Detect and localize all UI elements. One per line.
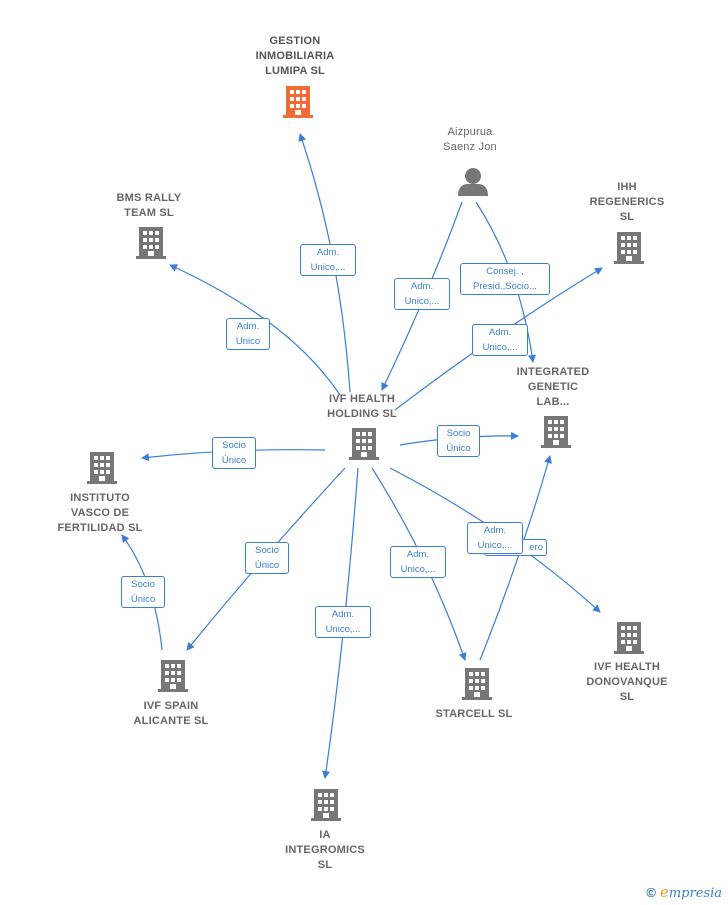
edge-label-to-bms[interactable]: Adm. Unico bbox=[226, 318, 270, 350]
edge-holding-bms bbox=[169, 264, 341, 396]
node-label-ihh[interactable]: IHH REGENERICS SL bbox=[589, 181, 665, 223]
node-label-starcell[interactable]: STARCELL SL bbox=[435, 708, 513, 720]
edge-label-to-ihh[interactable]: Adm. Unico,... bbox=[472, 324, 528, 356]
building-icon-starcell bbox=[462, 668, 492, 700]
edge-starcell-integrated bbox=[479, 455, 552, 661]
edge-label-to-ia[interactable]: Adm. Unico,... bbox=[315, 606, 371, 638]
edge-label-aiz-to-holding[interactable]: Adm. Unico,... bbox=[394, 278, 450, 310]
building-icon-ia bbox=[311, 789, 341, 821]
edge-label-to-starcell[interactable]: Adm. Unico,... bbox=[390, 546, 446, 578]
node-label-gestion[interactable]: GESTION INMOBILIARIA LUMIPA SL bbox=[255, 35, 335, 77]
edge-label-to-integrated[interactable]: Socio Único bbox=[437, 425, 480, 457]
brand-logo: ©empresia bbox=[646, 883, 722, 901]
building-icon-integrated bbox=[541, 416, 571, 448]
node-label-donovanque[interactable]: IVF HEALTH DONOVANQUE SL bbox=[586, 661, 668, 703]
copyright-icon: © bbox=[646, 885, 656, 900]
building-icon-ivfholding bbox=[349, 428, 379, 460]
node-label-integrated[interactable]: INTEGRATED GENETIC LAB... bbox=[516, 366, 590, 408]
edge-label-to-ivfspain[interactable]: Socio Único bbox=[245, 542, 289, 574]
edge-label-to-donovanque[interactable]: Adm. Unico,... bbox=[467, 522, 523, 554]
building-icon-ivfspain bbox=[158, 660, 188, 692]
building-icon-bms bbox=[136, 227, 166, 259]
node-label-ia[interactable]: IA INTEGROMICS SL bbox=[285, 829, 365, 871]
person-icon-aizpurua bbox=[458, 168, 488, 196]
building-icon-gestion bbox=[283, 86, 313, 118]
edge-label-spain-to-instituto[interactable]: Socio Único bbox=[121, 576, 165, 608]
node-label-ivfspain[interactable]: IVF SPAIN ALICANTE SL bbox=[133, 700, 209, 727]
edge-label-to-instituto[interactable]: Socio Único bbox=[212, 437, 256, 469]
edge-label-aiz-to-integrated[interactable]: Consej. , Presid.,Socio... bbox=[460, 263, 550, 295]
node-label-ivfholding[interactable]: IVF HEALTH HOLDING SL bbox=[327, 393, 397, 420]
node-label-aizpurua[interactable]: Aizpurua Saenz Jon bbox=[443, 126, 497, 153]
building-icon-ihh bbox=[614, 232, 644, 264]
edge-label-to-gestion[interactable]: Adm. Unico,... bbox=[300, 244, 356, 276]
node-label-instituto[interactable]: INSTITUTO VASCO DE FERTILIDAD SL bbox=[57, 492, 143, 534]
building-icon-instituto bbox=[87, 452, 117, 484]
building-icon-donovanque bbox=[614, 622, 644, 654]
node-label-bms[interactable]: BMS RALLY TEAM SL bbox=[116, 192, 182, 219]
